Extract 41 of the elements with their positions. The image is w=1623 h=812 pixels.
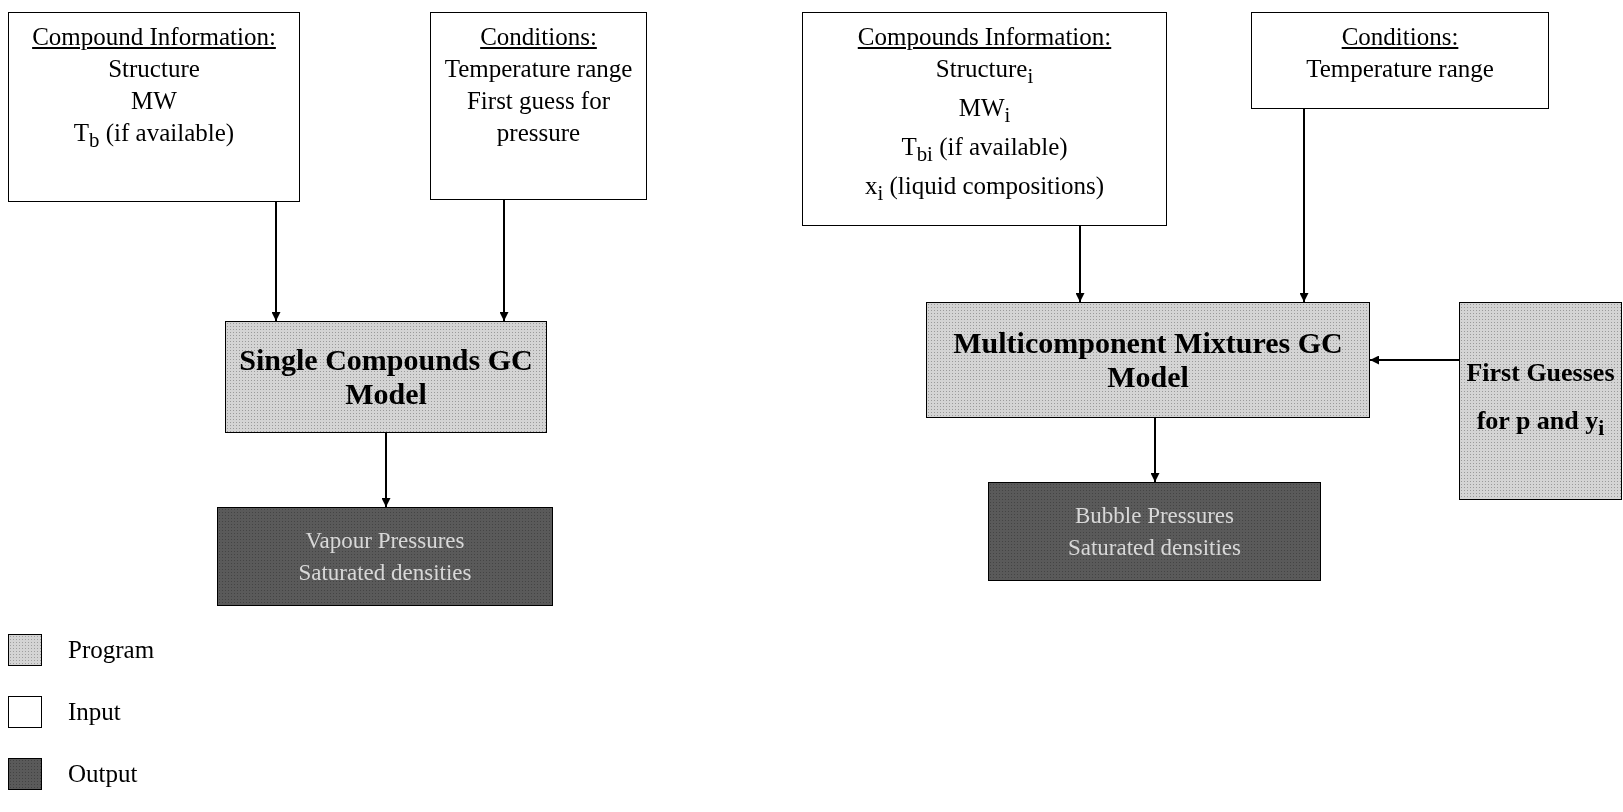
legend-label: Program: [68, 636, 155, 664]
box-text: MW$_{i}$: [958, 93, 1011, 129]
box-text: Vapour Pressures: [305, 526, 465, 555]
program-label: Single Compounds GC Model: [238, 343, 534, 411]
program-box: [225, 321, 547, 433]
box-text: T$_{bi}$ (if available): [901, 132, 1068, 168]
program-label: First Guesses: [1466, 358, 1615, 389]
arrow: [1150, 417, 1160, 483]
input-box: [802, 12, 1167, 226]
box-text: Temperature range: [1306, 54, 1494, 84]
program-label: for p and y$_{i}$: [1476, 406, 1605, 443]
input-box: [8, 12, 300, 202]
box-text: Temperature range: [444, 54, 633, 84]
legend-label: Output: [68, 760, 138, 788]
input-box: [1251, 12, 1549, 109]
arrow: [381, 432, 391, 508]
box-heading: Conditions:: [480, 22, 597, 52]
program-box: [1459, 302, 1622, 500]
output-box: [988, 482, 1321, 581]
box-text: Structure: [108, 54, 200, 84]
arrow: [271, 201, 281, 322]
legend-label: Input: [68, 698, 121, 726]
box-text: T$_{b}$ (if available): [73, 118, 235, 154]
input-box: [430, 12, 647, 200]
box-heading: Compound Information:: [32, 22, 276, 52]
box-text: Saturated densities: [1067, 533, 1242, 562]
arrow: [499, 199, 509, 322]
box-text: MW: [131, 86, 177, 116]
box-text: Bubble Pressures: [1074, 501, 1235, 530]
output-box: [217, 507, 553, 606]
arrow: [1369, 355, 1460, 365]
program-box: [926, 302, 1370, 418]
box-text: First guess for pressure: [465, 86, 612, 148]
box-heading: Conditions:: [1341, 22, 1459, 52]
arrow: [1075, 225, 1085, 303]
box-text: Saturated densities: [298, 558, 472, 587]
box-heading: Compounds Information:: [857, 22, 1112, 52]
program-label: Multicomponent Mixtures GC Model: [952, 326, 1344, 394]
box-text: x$_{i}$ (liquid compositions): [864, 171, 1105, 207]
box-text: Structure$_{i}$: [935, 54, 1034, 90]
arrow: [1299, 108, 1309, 303]
